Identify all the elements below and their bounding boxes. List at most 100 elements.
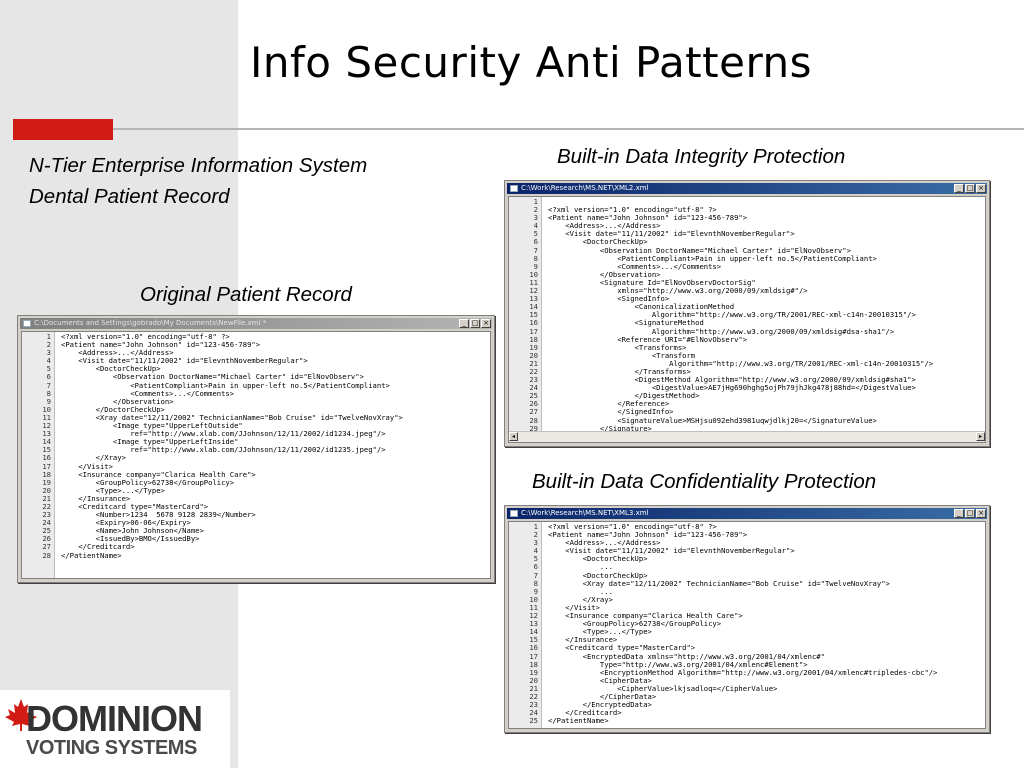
code-line[interactable]: 1<?xml version="1.0" encoding="utf-8" ?>	[22, 333, 490, 341]
code-line[interactable]: 7 <DoctorCheckUp>	[509, 572, 985, 580]
code-line[interactable]: 14 <Type>...</Type>	[509, 628, 985, 636]
code-line[interactable]: 21 <CipherValue>lkjsadloq=</CipherValue>	[509, 685, 985, 693]
code-line[interactable]: 13 ref="http://www.xlab.com/JJohnson/12/…	[22, 430, 490, 438]
code-line[interactable]: 24 <Expiry>06-06</Expiry>	[22, 519, 490, 527]
code-line[interactable]: 8 <Xray date="12/11/2002" TechnicianName…	[509, 580, 985, 588]
maximize-button[interactable]: □	[965, 509, 975, 518]
code-line[interactable]: 27 </Creditcard>	[22, 543, 490, 551]
code-line[interactable]: 27 </SignedInfo>	[509, 408, 985, 416]
code-line[interactable]: 3 <Address>...</Address>	[22, 349, 490, 357]
code-line[interactable]: 25</PatientName>	[509, 717, 985, 725]
code-line[interactable]: 2<?xml version="1.0" encoding="utf-8" ?>	[509, 206, 985, 214]
code-line[interactable]: 1<?xml version="1.0" encoding="utf-8" ?>	[509, 523, 985, 531]
code-line[interactable]: 22 </Transforms>	[509, 368, 985, 376]
code-line[interactable]: 9 ...	[509, 588, 985, 596]
code-line[interactable]: 5 <Visit date="11/11/2002" id="ElevnthNo…	[509, 230, 985, 238]
code-line[interactable]: 11 <Xray date="12/11/2002" TechnicianNam…	[22, 414, 490, 422]
window-original-record[interactable]: C:\Documents and Settings\gobrado\My Doc…	[17, 315, 495, 583]
code-line[interactable]: 24 </Creditcard>	[509, 709, 985, 717]
code-line[interactable]: 16 </Xray>	[22, 454, 490, 462]
code-line[interactable]: 12 <Image type="UpperLeftOutside"	[22, 422, 490, 430]
code-line[interactable]: 17 <EncryptedData xmlns="http://www.w3.o…	[509, 653, 985, 661]
window-confidentiality[interactable]: C:\Work\Research\MS.NET\XML3.xml _ □ × 1…	[504, 505, 990, 733]
code-line[interactable]: 20 <Type>...</Type>	[22, 487, 490, 495]
code-line[interactable]: 6 <Observation DoctorName="Michael Carte…	[22, 373, 490, 381]
code-line[interactable]: 15 </Insurance>	[509, 636, 985, 644]
code-line[interactable]: 20 <CipherData>	[509, 677, 985, 685]
xml-editor[interactable]: 1<?xml version="1.0" encoding="utf-8" ?>…	[508, 521, 986, 729]
code-line[interactable]: 2<Patient name="John Johnson" id="123-45…	[22, 341, 490, 349]
code-line[interactable]: 28</PatientName>	[22, 552, 490, 560]
code-line[interactable]: 12 xmlns="http://www.w3.org/2000/09/xmld…	[509, 287, 985, 295]
code-line[interactable]: 3<Patient name="John Johnson" id="123-45…	[509, 214, 985, 222]
code-line[interactable]: 8 <PatientCompliant>Pain in upper-left n…	[509, 255, 985, 263]
code-line[interactable]: 3 <Address>...</Address>	[509, 539, 985, 547]
code-line[interactable]: 13 <GroupPolicy>62738</GroupPolicy>	[509, 620, 985, 628]
code-line[interactable]: 23 <DigestMethod Algorithm="http://www.w…	[509, 376, 985, 384]
code-line[interactable]: 8 <Comments>...</Comments>	[22, 390, 490, 398]
code-line[interactable]: 22 <Creditcard type="MasterCard">	[22, 503, 490, 511]
code-line[interactable]: 24 <DigestValue>AE7jHg690hghg5ojPh79jhJk…	[509, 384, 985, 392]
minimize-button[interactable]: _	[954, 184, 964, 193]
code-line[interactable]: 15 ref="http://www.xlab.com/JJohnson/12/…	[22, 446, 490, 454]
code-line[interactable]: 13 <SignedInfo>	[509, 295, 985, 303]
code-line[interactable]: 17 Algorithm="http://www.w3.org/2000/09/…	[509, 328, 985, 336]
code-line[interactable]: 26 </Reference>	[509, 400, 985, 408]
code-line[interactable]: 29 </Signature>	[509, 425, 985, 433]
code-line[interactable]: 14 <CanonicalizationMethod	[509, 303, 985, 311]
code-line[interactable]: 4 <Visit date="11/11/2002" id="ElevnthNo…	[509, 547, 985, 555]
code-line[interactable]: 18 Type="http://www.w3.org/2001/04/xmlen…	[509, 661, 985, 669]
window-titlebar[interactable]: C:\Work\Research\MS.NET\XML3.xml	[507, 508, 987, 519]
code-line[interactable]: 21 </Insurance>	[22, 495, 490, 503]
code-line[interactable]: 28 <SignatureValue>MSHjsu092ehd3981uqwjd…	[509, 417, 985, 425]
code-line[interactable]: 22 </CipherData>	[509, 693, 985, 701]
minimize-button[interactable]: _	[954, 509, 964, 518]
code-line[interactable]: 4 <Address>...</Address>	[509, 222, 985, 230]
code-line[interactable]: 12 <Insurance company="Clarica Health Ca…	[509, 612, 985, 620]
window-integrity[interactable]: C:\Work\Research\MS.NET\XML2.xml _ □ × 1…	[504, 180, 990, 447]
window-titlebar[interactable]: C:\Work\Research\MS.NET\XML2.xml	[507, 183, 987, 194]
code-line[interactable]: 11 </Visit>	[509, 604, 985, 612]
horizontal-scrollbar[interactable]: ◂ ▸	[509, 431, 985, 442]
code-line[interactable]: 19 <GroupPolicy>62738</GroupPolicy>	[22, 479, 490, 487]
code-line[interactable]: 18 <Insurance company="Clarica Health Ca…	[22, 471, 490, 479]
code-line[interactable]: 5 <DoctorCheckUp>	[509, 555, 985, 563]
maximize-button[interactable]: □	[470, 319, 480, 328]
code-line[interactable]: 7 <PatientCompliant>Pain in upper-left n…	[22, 382, 490, 390]
code-line[interactable]: 5 <DoctorCheckUp>	[22, 365, 490, 373]
close-button[interactable]: ×	[976, 509, 986, 518]
code-line[interactable]: 19 <EncryptionMethod Algorithm="http://w…	[509, 669, 985, 677]
code-line[interactable]: 11 <Signature Id="ElNovObservDoctorSig"	[509, 279, 985, 287]
maximize-button[interactable]: □	[965, 184, 975, 193]
code-line[interactable]: 23 </EncryptedData>	[509, 701, 985, 709]
xml-editor[interactable]: 1<?xml version="1.0" encoding="utf-8" ?>…	[21, 331, 491, 579]
close-button[interactable]: ×	[976, 184, 986, 193]
code-line[interactable]: 16 <Creditcard type="MasterCard">	[509, 644, 985, 652]
code-line[interactable]: 25 <Name>John Johnson</Name>	[22, 527, 490, 535]
code-line[interactable]: 17 </Visit>	[22, 463, 490, 471]
code-line[interactable]: 7 <Observation DoctorName="Michael Carte…	[509, 247, 985, 255]
code-line[interactable]: 6 <DoctorCheckUp>	[509, 238, 985, 246]
code-line[interactable]: 10 </Observation>	[509, 271, 985, 279]
code-line[interactable]: 9 </Observation>	[22, 398, 490, 406]
code-line[interactable]: 26 <IssuedBy>BMO</IssuedBy>	[22, 535, 490, 543]
code-line[interactable]: 2<Patient name="John Johnson" id="123-45…	[509, 531, 985, 539]
code-line[interactable]: 10 </DoctorCheckUp>	[22, 406, 490, 414]
code-line[interactable]: 20 <Transform	[509, 352, 985, 360]
minimize-button[interactable]: _	[459, 319, 469, 328]
code-line[interactable]: 6 ...	[509, 563, 985, 571]
code-line[interactable]: 25 </DigestMethod>	[509, 392, 985, 400]
code-line[interactable]: 10 </Xray>	[509, 596, 985, 604]
scroll-left-button[interactable]: ◂	[509, 432, 518, 441]
window-titlebar[interactable]: C:\Documents and Settings\gobrado\My Doc…	[20, 318, 492, 329]
code-line[interactable]: 4 <Visit date="11/11/2002" id="ElevnthNo…	[22, 357, 490, 365]
code-line[interactable]: 15 Algorithm="http://www.w3.org/TR/2001/…	[509, 311, 985, 319]
code-line[interactable]: 19 <Transforms>	[509, 344, 985, 352]
code-line[interactable]: 21 Algorithm="http://www.w3.org/TR/2001/…	[509, 360, 985, 368]
code-line[interactable]: 14 <Image type="UpperLeftInside"	[22, 438, 490, 446]
code-line[interactable]: 9 <Comments>...</Comments>	[509, 263, 985, 271]
code-line[interactable]: 18 <Reference URI="#ElNovObserv">	[509, 336, 985, 344]
scroll-right-button[interactable]: ▸	[976, 432, 985, 441]
close-button[interactable]: ×	[481, 319, 491, 328]
